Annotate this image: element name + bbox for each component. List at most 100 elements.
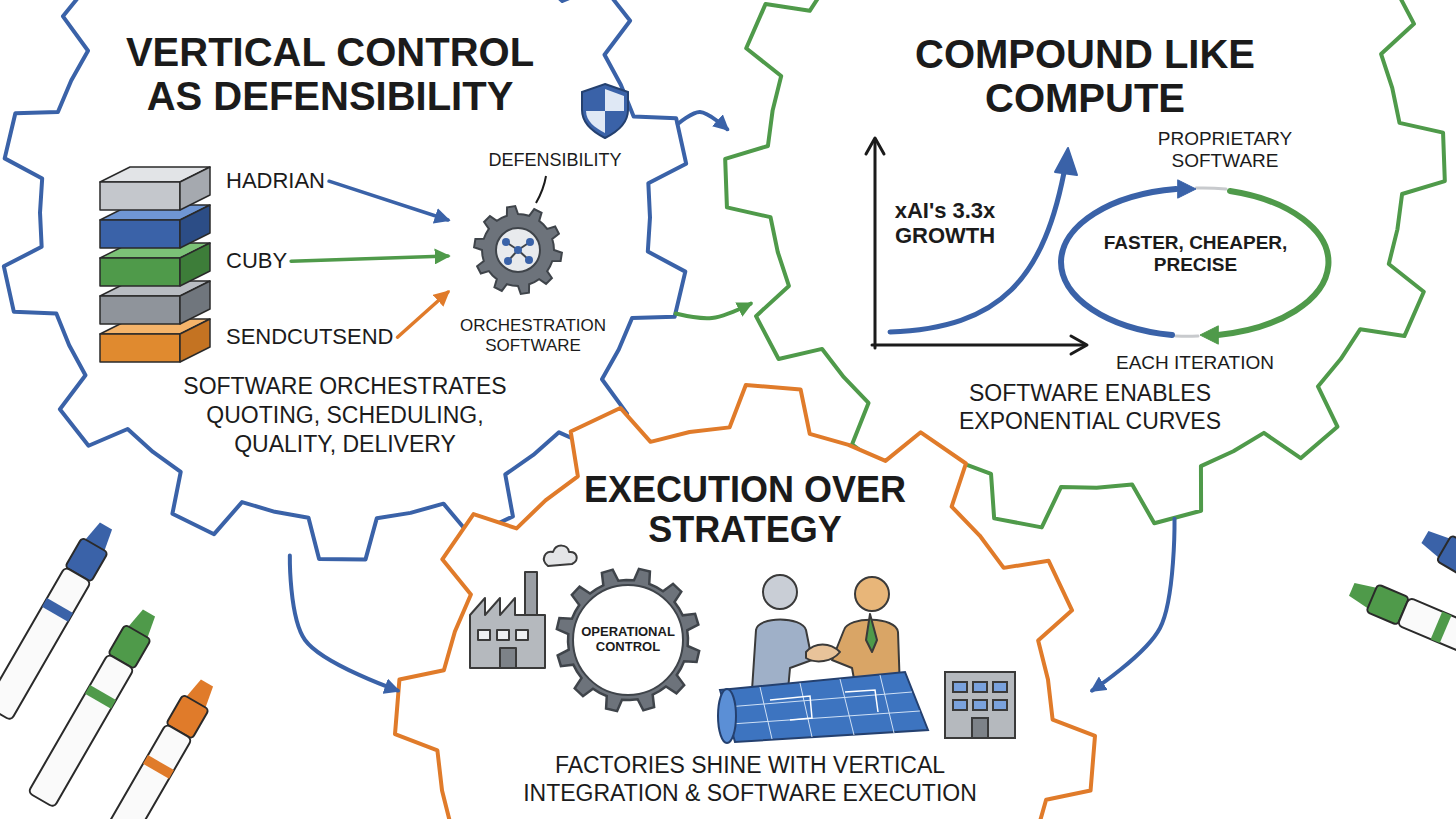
handshake-people — [866, 614, 877, 652]
flow-arrow — [291, 256, 448, 261]
cycle-label: FASTER, CHEAPER, PRECISE — [1088, 232, 1303, 276]
growth-chart — [866, 138, 884, 154]
marker-pen — [42, 598, 73, 622]
stack-slab — [100, 319, 210, 362]
blueprint — [718, 672, 928, 743]
cycle-label: PROPRIETARY SOFTWARE — [1140, 128, 1310, 172]
growth-chart — [866, 138, 1087, 354]
factory-icon — [500, 648, 516, 668]
factory-icon — [525, 572, 537, 617]
factory-icon — [516, 630, 528, 640]
stack-slab — [100, 220, 180, 248]
gear-caption: SOFTWARE ORCHESTRATES QUOTING, SCHEDULIN… — [170, 372, 520, 458]
handshake-people — [752, 620, 812, 691]
stack-slab — [180, 243, 210, 286]
gear-icon — [573, 585, 683, 695]
factory-icon — [497, 630, 509, 640]
office-building — [993, 700, 1007, 710]
software-hub: ORCHESTRATION SOFTWARE — [448, 198, 618, 350]
marker-pen — [1437, 535, 1456, 578]
office-building — [945, 672, 1015, 738]
shield-icon — [586, 111, 605, 133]
growth-chart — [1071, 336, 1087, 354]
blueprint — [770, 690, 878, 720]
stack-slab — [100, 205, 210, 248]
company-label: CUBY — [222, 246, 291, 276]
gear-outline — [395, 385, 1095, 819]
stack-slab — [180, 167, 210, 210]
marker-pen — [1346, 576, 1456, 688]
gear-icon — [557, 569, 699, 711]
flow-arrow — [678, 112, 728, 129]
gear-title: EXECUTION OVER STRATEGY — [555, 470, 935, 549]
gear-title: VERTICAL CONTROL AS DEFENSIBILITY — [105, 30, 555, 118]
iteration-cycle — [1178, 180, 1196, 198]
marker-pen — [1431, 612, 1452, 644]
handshake-people — [763, 575, 797, 609]
gear-caption: SOFTWARE ENABLES EXPONENTIAL CURVES — [942, 380, 1238, 435]
marker-pen — [143, 755, 174, 779]
company-label: SENDCUTSEND — [222, 322, 397, 352]
iteration-cycle — [1196, 188, 1226, 189]
office-building — [945, 672, 1015, 738]
growth-chart — [872, 344, 1085, 347]
stack-slab — [180, 205, 210, 248]
hub-label: ORCHESTRATION SOFTWARE — [448, 316, 618, 355]
company-name: HADRIAN — [226, 168, 325, 194]
iteration-cycle — [1061, 180, 1328, 344]
callout-label: DEFENSIBILITY — [470, 150, 640, 171]
flow-arrow — [1092, 519, 1174, 691]
iteration-cycle — [1061, 189, 1176, 335]
factory-icon — [544, 546, 577, 566]
gear-icon — [496, 228, 540, 272]
network-icon — [514, 246, 522, 254]
shield-icon — [582, 84, 628, 138]
office-building — [953, 700, 967, 710]
cycle-label: EACH ITERATION — [1105, 352, 1285, 374]
flow-arrow — [397, 292, 448, 337]
marker-pen — [86, 724, 192, 819]
leader-line — [536, 176, 546, 203]
factory-icon — [470, 546, 577, 668]
network-icon — [526, 238, 534, 246]
growth-chart — [1055, 148, 1077, 175]
stack-slab — [100, 281, 210, 324]
network-icon — [525, 256, 533, 264]
gear-icon — [474, 206, 562, 294]
office-building — [972, 718, 988, 738]
marker-pen — [0, 567, 91, 721]
stack-slab — [100, 296, 180, 324]
iteration-cycle — [1200, 326, 1218, 344]
company-name: CUBY — [226, 248, 287, 274]
factory-icon — [470, 598, 545, 668]
shield-icon — [605, 89, 624, 111]
handshake-people — [752, 575, 900, 690]
office-building — [953, 682, 967, 692]
stack-slab — [100, 182, 180, 210]
part-stack — [100, 167, 210, 362]
stack-slab — [180, 319, 210, 362]
growth-chart — [874, 140, 877, 348]
office-building — [993, 682, 1007, 692]
factory-icon — [478, 630, 490, 640]
shield-icon — [582, 84, 628, 138]
marker-pen — [28, 654, 134, 808]
company-name: SENDCUTSEND — [226, 324, 393, 350]
network-icon — [504, 257, 512, 265]
office-building — [973, 682, 987, 692]
stack-slab — [100, 243, 210, 286]
stack-slab — [100, 334, 180, 362]
chart-label: xAI's 3.3x GROWTH — [880, 198, 1010, 249]
gear-title: COMPOUND LIKE COMPUTE — [885, 32, 1285, 120]
gear-caption: FACTORIES SHINE WITH VERTICAL INTEGRATIO… — [480, 752, 1020, 807]
flow-arrow — [676, 304, 751, 319]
stack-slab — [100, 167, 210, 210]
iteration-cycle — [1218, 191, 1328, 335]
marker-pen — [86, 675, 220, 819]
blueprint — [720, 672, 928, 742]
stack-slab — [180, 281, 210, 324]
marker-pen — [1397, 597, 1456, 687]
blueprint — [727, 675, 920, 739]
flow-arrow — [329, 181, 448, 220]
